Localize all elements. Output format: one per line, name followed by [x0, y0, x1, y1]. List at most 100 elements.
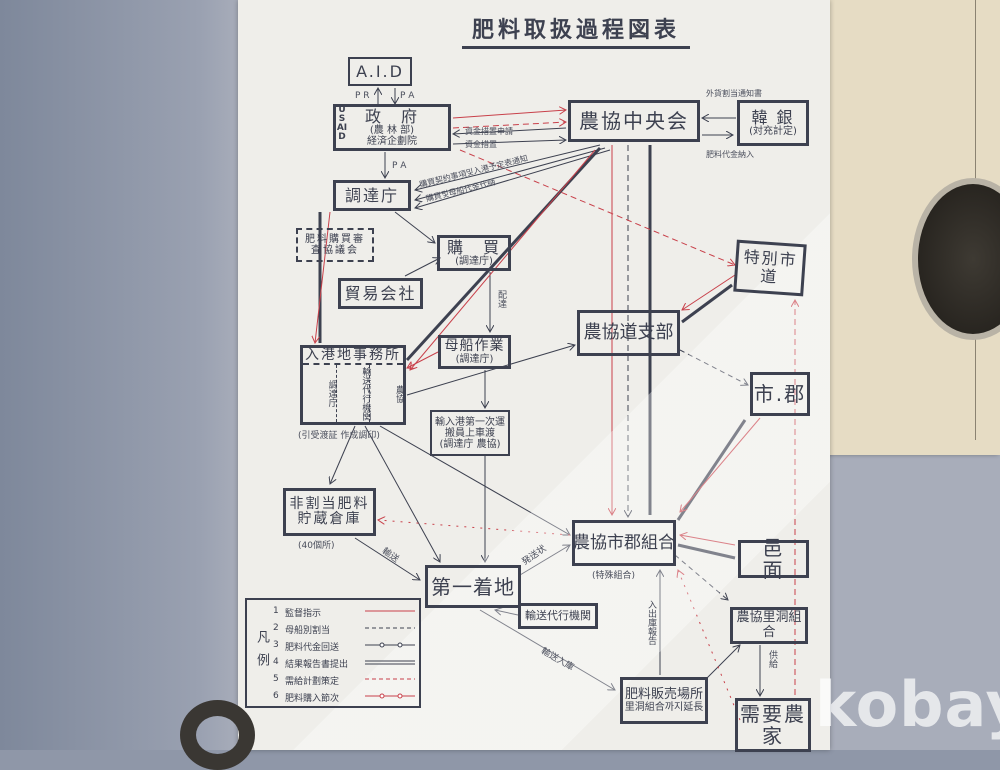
edge-red-mother-port [407, 351, 439, 368]
edge-first-sales [479, 609, 615, 690]
port-office-caption: (引受渡証 作成調印) [298, 431, 380, 441]
legend-heading: 凡例 [254, 630, 269, 676]
edge-port-warehouse [330, 425, 356, 484]
edge-red-special-provincial [682, 274, 736, 310]
node-sales-place: 肥料販売場所 里洞組合까지延長 [620, 677, 708, 724]
edge-red-dot-farmers-county [678, 570, 741, 721]
node-central: 農協中央会 [568, 100, 700, 142]
node-government-sub2: 経済企劃院 [367, 136, 417, 148]
legend-label: 母船別割当 [285, 626, 331, 636]
node-first-arrival: 第一着地 [425, 565, 521, 608]
legend-num: 4 [273, 657, 279, 667]
edge-label-pa2: P A [392, 161, 407, 171]
edge-red-proc-port [315, 211, 331, 343]
node-mothership: 母船作業 (調達庁) [438, 335, 511, 369]
edge-label-pr: P R [355, 91, 370, 101]
edge-label-supply: 供給 [767, 650, 777, 668]
edge-label-fund: 資金措置 [465, 140, 497, 149]
node-bok: 韓 銀 (対充計定) [737, 100, 809, 146]
legend-num: 5 [273, 674, 279, 684]
legend-label: 監督指示 [285, 609, 322, 619]
connector-lines [0, 0, 1000, 721]
legend-label: 肥料代金回送 [285, 643, 340, 653]
node-purchase-label: 購 買 [446, 237, 501, 257]
node-county-coop: 農協市郡組合 [572, 520, 676, 566]
legend-label: 需給計劃策定 [285, 677, 340, 687]
edge-report-provincial-special [681, 283, 733, 324]
legend-swatch-double [365, 660, 415, 665]
edge-county-village [674, 554, 728, 600]
edge-red-dot-county-warehouse [378, 520, 571, 536]
legend-swatch-red-solid [365, 610, 415, 612]
edge-red-sigun-county [680, 417, 761, 512]
node-procurement: 調達庁 [333, 180, 411, 211]
edge-report-county-provincial [676, 419, 747, 521]
edge-trade-purchase [404, 258, 440, 277]
legend-item: 1 監督指示 [273, 606, 419, 619]
edge-red-eup-county [680, 535, 736, 546]
node-village-coop: 農協里洞組合 [730, 607, 808, 644]
diagram-title: 肥料取扱過程図表 [462, 12, 691, 49]
node-government-sub1: (農 林 部) [369, 125, 415, 137]
legend-item: 4 結果報告書提出 [273, 657, 419, 670]
node-purchase-sub: (調達庁) [455, 256, 493, 268]
edge-label-bok-payment: 肥料代金納入 [706, 150, 754, 159]
watermark: kobay [815, 668, 1000, 741]
edge-central-proc2 [415, 147, 606, 200]
edge-red-gov-central [452, 110, 566, 119]
edge-label-fund-request: 資金措置申請 [465, 127, 513, 136]
legend-swatch-red-dash [365, 678, 415, 680]
node-transport-agency: 輸送代行機関 [518, 603, 598, 629]
edge-report-county-eup [677, 543, 736, 560]
node-mothership-sub: (調達庁) [455, 354, 494, 366]
legend-item: 3 肥料代金回送 [273, 640, 419, 653]
node-government-label: 政 府 [364, 106, 419, 126]
edge-sales-village [704, 645, 740, 681]
node-first-transport-sub: (調達庁 農協) [439, 438, 501, 450]
county-coop-caption: (特殊組合) [592, 571, 636, 581]
metal-ring [180, 700, 255, 770]
port-office-col: 輸送代行機関 [337, 365, 371, 422]
node-government: 政 府 (農 林 部) 経済企劃院 [333, 104, 451, 151]
edge-port-provincial [406, 345, 575, 396]
node-purchase: 購 買 (調達庁) [437, 235, 511, 271]
node-committee: 肥料購買審査協議会 [296, 228, 374, 262]
edge-label-report: 入出庫報告 [646, 600, 656, 645]
port-office-col: 農協 [394, 384, 405, 403]
legend-label: 結果報告書提出 [285, 660, 349, 670]
edge-central-proc1 [415, 144, 601, 190]
edge-first-county2 [519, 545, 570, 576]
node-warehouse: 非割当肥料貯蔵倉庫 [283, 488, 376, 536]
node-port-office-label: 入港地事務所 [303, 347, 403, 366]
edge-red-dash-gov-central [452, 122, 566, 129]
warehouse-caption: (40個所) [298, 541, 335, 551]
node-port-office: 入港地事務所 調達庁 輸送代行機関 農協 [300, 345, 406, 425]
edge-central-gov1 [453, 127, 567, 134]
node-sales-place-sub: 里洞組合까지延長 [624, 702, 704, 714]
edge-proc-purchase [394, 211, 435, 243]
node-farmers: 需要農家 [735, 698, 811, 752]
edge-port-county [379, 425, 570, 535]
node-first-transport-label: 輸入港第一次運搬員上車渡 [435, 416, 505, 439]
legend-num: 1 [273, 606, 279, 616]
node-special-city: 特別市道 [733, 239, 807, 297]
node-mothership-label: 母船作業 [444, 337, 505, 354]
edge-gov-central [452, 140, 566, 145]
legend-swatch-red-dot [365, 693, 415, 699]
legend-num: 3 [273, 640, 279, 650]
edge-agency-first [495, 610, 519, 616]
edge-provincial-sigun [679, 349, 748, 385]
node-usaid-label: USAID [336, 105, 348, 142]
edge-central-proc3 [415, 149, 611, 208]
node-trading-company: 貿易会社 [338, 278, 423, 309]
port-office-col: 調達庁 [303, 365, 337, 422]
node-aid: A.I.D [348, 57, 412, 86]
edge-report-port-central [405, 146, 602, 362]
edge-label-pa: P A [400, 91, 415, 101]
edge-label-transport: 配達 [496, 290, 506, 308]
node-bok-sub: (対充計定) [749, 126, 797, 138]
node-eup-myeon: 邑 面 [738, 537, 809, 581]
